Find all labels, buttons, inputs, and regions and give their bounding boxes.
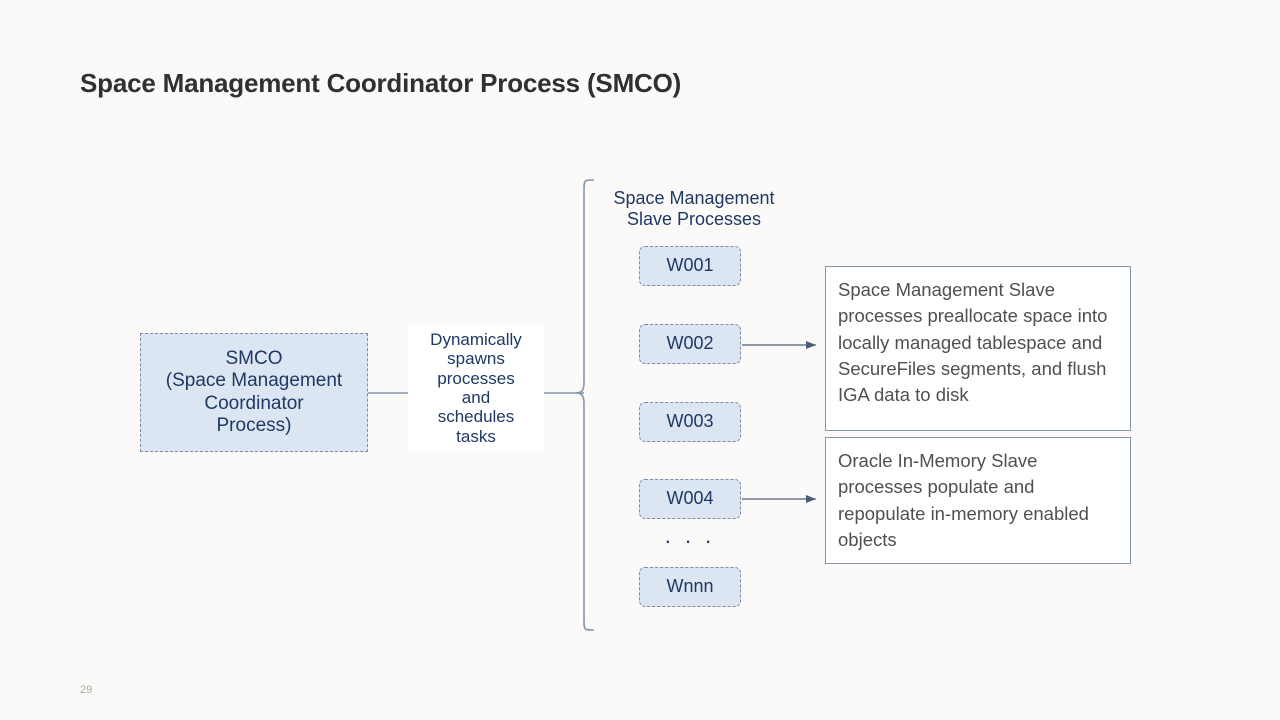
description-box-in-memory: Oracle In-Memory Slave processes populat… [825, 437, 1131, 564]
worker-label: W001 [666, 255, 714, 276]
arrow-w004-head [806, 495, 816, 503]
page-number: 29 [80, 684, 93, 696]
smco-label: SMCO (Space Management Coordinator Proce… [165, 347, 343, 436]
worker-label: Wnnn [666, 576, 714, 597]
worker-box-w004[interactable]: W004 [639, 479, 741, 519]
worker-label: W002 [666, 333, 714, 354]
worker-box-wnnn[interactable]: Wnnn [639, 567, 741, 607]
spawn-caption-label: Dynamically spawns processes and schedul… [430, 329, 522, 446]
worker-label: W003 [666, 411, 714, 432]
worker-box-w001[interactable]: W001 [639, 246, 741, 286]
worker-box-w002[interactable]: W002 [639, 324, 741, 364]
description-text: Space Management Slave processes preallo… [838, 279, 1108, 406]
page-title: Space Management Coordinator Process (SM… [80, 68, 682, 98]
worker-box-w003[interactable]: W003 [639, 402, 741, 442]
smco-coordinator-box[interactable]: SMCO (Space Management Coordinator Proce… [140, 333, 368, 452]
arrow-w002-head [806, 341, 816, 349]
worker-label: W004 [666, 488, 714, 509]
slave-processes-group-label: Space Management Slave Processes [613, 188, 775, 230]
description-text: Oracle In-Memory Slave processes populat… [838, 450, 1089, 550]
worker-list-ellipsis: . . . [664, 523, 716, 548]
description-box-space-management: Space Management Slave processes preallo… [825, 266, 1131, 431]
spawn-caption-box: Dynamically spawns processes and schedul… [408, 327, 544, 449]
grouping-brace [575, 179, 595, 631]
